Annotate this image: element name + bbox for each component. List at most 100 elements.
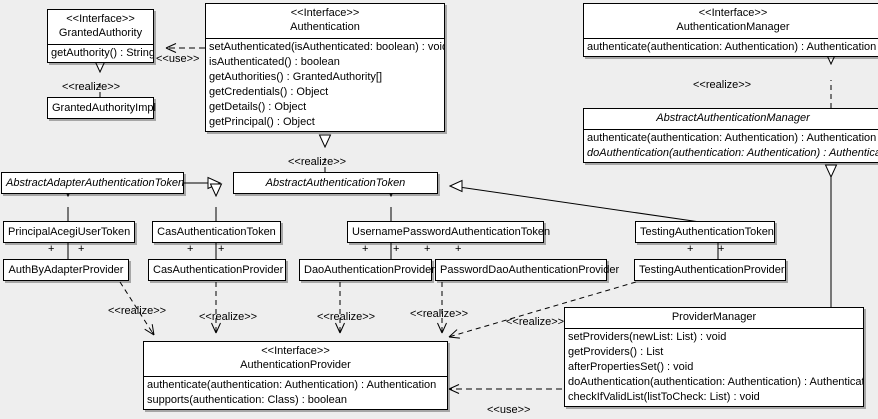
class-header: <<Interface>> AuthenticationProvider xyxy=(144,342,447,376)
class-password-dao-authentication-provider[interactable]: PasswordDaoAuthenticationProvider xyxy=(435,259,620,281)
class-name-label: ProviderManager xyxy=(671,311,757,323)
class-header: ProviderManager xyxy=(565,308,863,328)
operations-compartment: getAuthority() : String xyxy=(48,44,153,62)
stereotype-label: <<Interface>> xyxy=(261,345,330,357)
class-header: AbstractAdapterAuthenticationToken xyxy=(2,173,185,193)
class-authentication[interactable]: <<Interface>> Authentication setAuthenti… xyxy=(205,3,445,132)
class-name-label: AuthenticationManager xyxy=(676,21,790,33)
class-name-label: AbstractAdapterAuthenticationToken xyxy=(6,177,185,189)
class-header: PrincipalAcegiUserToken xyxy=(4,222,134,242)
class-header: TestingAuthenticationToken xyxy=(636,222,774,242)
edge-label-use-granted-authority: <<use>> xyxy=(156,53,200,65)
edge-label-realize-dao-provider: <<realize>> xyxy=(317,311,376,323)
edge-label-realize-testing-provider: <<realize>> xyxy=(506,316,565,328)
association-plus-marker: + xyxy=(718,243,725,255)
class-authentication-provider[interactable]: <<Interface>> AuthenticationProvider aut… xyxy=(143,341,448,410)
operation-row: checkIfValidList(listToCheck: List) : vo… xyxy=(568,391,760,403)
operation-row: doAuthentication(authentication: Authent… xyxy=(568,376,863,388)
class-header: CasAuthenticationToken xyxy=(153,222,280,242)
association-plus-marker: + xyxy=(455,243,462,255)
association-plus-marker: + xyxy=(78,243,85,255)
class-principal-acegi-user-token[interactable]: PrincipalAcegiUserToken xyxy=(3,221,135,243)
class-header: CasAuthenticationProvider xyxy=(149,260,285,280)
operation-row: authenticate(authentication: Authenticat… xyxy=(587,132,877,144)
class-header: DaoAuthenticationProvider xyxy=(300,260,435,280)
association-plus-marker: + xyxy=(48,243,55,255)
operation-row: authenticate(authentication: Authenticat… xyxy=(147,379,437,391)
class-name-label: AuthenticationProvider xyxy=(240,359,351,371)
operation-row: getAuthority() : String xyxy=(51,47,153,59)
operation-row: authenticate(authentication: Authenticat… xyxy=(587,41,877,53)
operation-row: supports(authentication: Class) : boolea… xyxy=(147,394,347,406)
class-header: TestingAuthenticationProvider xyxy=(635,260,785,280)
operations-compartment: authenticate(authentication: Authenticat… xyxy=(144,376,447,409)
class-auth-by-adapter-provider[interactable]: AuthByAdapterProvider xyxy=(3,259,129,281)
operations-compartment: authenticate(authentication: Authenticat… xyxy=(584,129,878,162)
class-granted-authority[interactable]: <<Interface>> GrantedAuthority getAuthor… xyxy=(47,9,154,63)
operations-compartment: setAuthenticated(isAuthenticated: boolea… xyxy=(206,38,444,131)
class-cas-authentication-provider[interactable]: CasAuthenticationProvider xyxy=(148,259,286,281)
edge-label-realize-abstract-authentication-manager: <<realize>> xyxy=(693,79,752,91)
class-header: PasswordDaoAuthenticationProvider xyxy=(436,260,620,280)
class-dao-authentication-provider[interactable]: DaoAuthenticationProvider xyxy=(299,259,435,281)
class-cas-authentication-token[interactable]: CasAuthenticationToken xyxy=(152,221,281,243)
edge-label-realize-granted-authority-impl: <<realize>> xyxy=(62,81,121,93)
class-name-label: PrincipalAcegiUserToken xyxy=(8,226,131,238)
stereotype-label: <<Interface>> xyxy=(698,7,768,19)
edge-label-realize-abstract-authentication-token: <<realize>> xyxy=(288,156,347,168)
association-plus-marker: + xyxy=(218,243,225,255)
stereotype-label: <<Interface>> xyxy=(290,7,360,19)
class-header: <<Interface>> Authentication xyxy=(206,4,444,38)
class-name-label: UsernamePasswordAuthenticationToken xyxy=(352,226,551,238)
class-name-label: CasAuthenticationProvider xyxy=(153,264,284,276)
operation-row: isAuthenticated() : boolean xyxy=(209,56,340,68)
class-name-label: Authentication xyxy=(290,21,360,33)
operation-row: getDetails() : Object xyxy=(209,101,307,113)
association-plus-marker: + xyxy=(393,243,400,255)
edge-label-realize-password-dao-provider: <<realize>> xyxy=(410,308,469,320)
association-plus-marker: + xyxy=(187,243,194,255)
class-abstract-adapter-authentication-token[interactable]: AbstractAdapterAuthenticationToken xyxy=(1,172,184,194)
class-header: GrantedAuthorityImpl xyxy=(48,98,156,118)
class-header: UsernamePasswordAuthenticationToken xyxy=(348,222,551,242)
class-name-label: TestingAuthenticationProvider xyxy=(639,264,785,276)
class-name-label: AuthByAdapterProvider xyxy=(8,264,124,276)
class-provider-manager[interactable]: ProviderManager setProviders(newList: Li… xyxy=(564,307,864,407)
operations-compartment: authenticate(authentication: Authenticat… xyxy=(584,38,878,56)
class-testing-authentication-token[interactable]: TestingAuthenticationToken xyxy=(635,221,775,243)
operation-row: doAuthentication(authentication: Authent… xyxy=(587,147,878,159)
class-testing-authentication-provider[interactable]: TestingAuthenticationProvider xyxy=(634,259,786,281)
edge-label-realize-auth-by-adapter: <<realize>> xyxy=(108,305,167,317)
class-name-label: PasswordDaoAuthenticationProvider xyxy=(440,264,620,276)
class-name-label: DaoAuthenticationProvider xyxy=(304,264,435,276)
class-name-label: GrantedAuthorityImpl xyxy=(52,102,156,114)
operation-row: setAuthenticated(isAuthenticated: boolea… xyxy=(209,41,444,53)
class-header: <<Interface>> GrantedAuthority xyxy=(48,10,153,44)
class-abstract-authentication-manager[interactable]: AbstractAuthenticationManager authentica… xyxy=(583,108,878,163)
association-plus-marker: + xyxy=(687,243,694,255)
class-granted-authority-impl[interactable]: GrantedAuthorityImpl xyxy=(47,97,156,119)
class-name-label: AbstractAuthenticationManager xyxy=(656,112,810,124)
class-abstract-authentication-token[interactable]: AbstractAuthenticationToken xyxy=(233,172,438,194)
operation-row: getCredentials() : Object xyxy=(209,86,329,98)
association-plus-marker: + xyxy=(424,243,431,255)
class-name-label: CasAuthenticationToken xyxy=(157,226,276,238)
class-name-label: GrantedAuthority xyxy=(58,27,143,39)
edge-label-realize-cas-provider: <<realize>> xyxy=(199,311,258,323)
class-header: AbstractAuthenticationToken xyxy=(234,173,437,193)
operation-row: afterPropertiesSet() : void xyxy=(568,361,694,373)
class-name-label: TestingAuthenticationToken xyxy=(640,226,774,238)
class-name-label: AbstractAuthenticationToken xyxy=(265,177,406,189)
class-header: AuthByAdapterProvider xyxy=(4,260,128,280)
class-username-password-authentication-token[interactable]: UsernamePasswordAuthenticationToken xyxy=(347,221,551,243)
operation-row: getAuthorities() : GrantedAuthority[] xyxy=(209,71,383,83)
class-authentication-manager[interactable]: <<Interface>> AuthenticationManager auth… xyxy=(583,3,878,57)
operation-row: getProviders() : List xyxy=(568,346,664,358)
operation-row: getPrincipal() : Object xyxy=(209,116,315,128)
class-header: AbstractAuthenticationManager xyxy=(584,109,878,129)
operation-row: setProviders(newList: List) : void xyxy=(568,331,727,343)
operations-compartment: setProviders(newList: List) : void getPr… xyxy=(565,328,863,406)
association-plus-marker: + xyxy=(362,243,369,255)
edge-label-use-provider-manager: <<use>> xyxy=(487,404,531,416)
